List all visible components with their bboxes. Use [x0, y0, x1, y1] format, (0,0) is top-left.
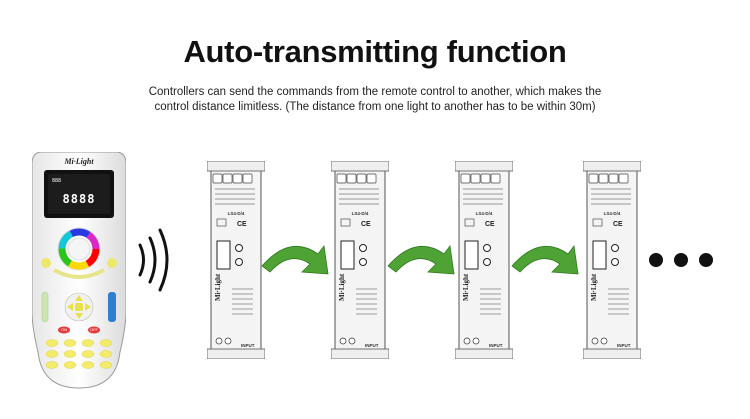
page-title: Auto-transmitting function — [183, 34, 567, 69]
controller-3: CE LS4-D/4 Mi·Light INPUT — [454, 160, 514, 360]
description-line-1: Controllers can send the commands from t… — [148, 86, 602, 98]
controller-brand: Mi·Light — [590, 273, 598, 301]
svg-text:CE: CE — [361, 221, 371, 228]
controller-model: LS4-D/4 — [227, 211, 245, 216]
controller-body-graphic: CE — [330, 160, 390, 360]
controller-input-label: INPUT — [489, 343, 503, 348]
controller-2: CE LS4-D/4 Mi·Light INPUT — [330, 160, 390, 360]
controller-input-label: INPUT — [241, 343, 255, 348]
controller-input-label: INPUT — [617, 343, 631, 348]
remote-off-key: OFF — [90, 327, 98, 332]
controller-4: CE LS4-D/4 Mi·Light INPUT — [582, 160, 642, 360]
page-description: Controllers can send the commands from t… — [100, 85, 650, 115]
controller-brand: Mi·Light — [214, 273, 222, 301]
controller-body-graphic: CE — [206, 160, 266, 360]
controller-brand: Mi·Light — [338, 273, 346, 301]
controller-1: CE LS4-D/4 Mi·Light INPUT — [206, 160, 266, 360]
controller-body-graphic: CE — [454, 160, 514, 360]
remote-lcd-small: 888 — [52, 178, 62, 184]
curved-arrow-icon — [511, 244, 579, 275]
controller-brand: Mi·Light — [462, 273, 470, 301]
svg-text:CE: CE — [237, 221, 247, 228]
controller-input-label: INPUT — [365, 343, 379, 348]
curved-arrow-icon — [261, 244, 329, 275]
controller-body-graphic: CE — [582, 160, 642, 360]
svg-text:CE: CE — [613, 221, 623, 228]
controller-model: LS4-D/4 — [475, 211, 493, 216]
svg-text:CE: CE — [485, 221, 495, 228]
remote-brand-logo: Mi·Light — [64, 157, 94, 166]
curved-arrow-icon — [387, 244, 455, 275]
controller-model: LS4-D/4 — [603, 211, 621, 216]
remote-on-key: ON — [61, 327, 67, 332]
more-dots-icon — [649, 253, 713, 267]
remote-body-graphic — [31, 151, 127, 389]
description-line-2: control distance limitless. (The distanc… — [154, 101, 596, 113]
controller-model: LS4-D/4 — [351, 211, 369, 216]
remote-control: Mi·Light 888 8888 ON OFF — [31, 151, 127, 390]
wave-icon — [138, 243, 145, 277]
remote-lcd-digits: 8888 — [62, 192, 96, 206]
